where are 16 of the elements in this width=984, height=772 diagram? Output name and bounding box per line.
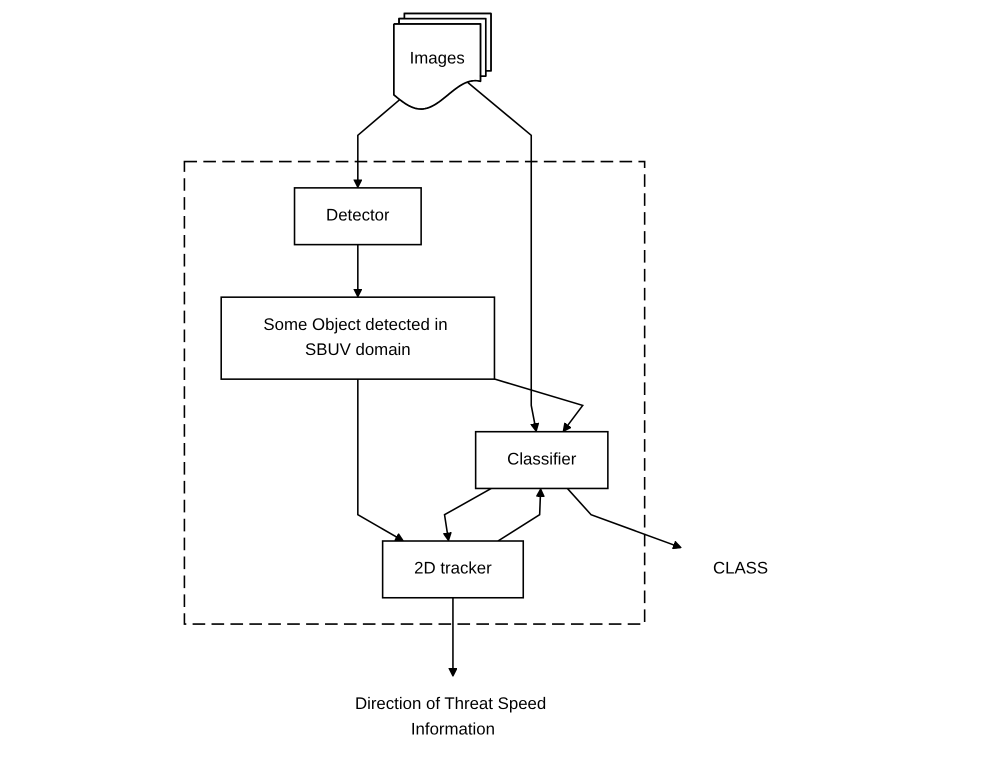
node-box: Some Object detected in SBUV domain (220, 296, 496, 380)
arrow (467, 82, 540, 432)
arrow (442, 488, 492, 542)
arrow (494, 378, 584, 432)
node-text: Direction of Threat Speed Information (354, 696, 546, 739)
node-box: 2D tracker (382, 540, 524, 599)
arrow (566, 488, 682, 550)
arrow (353, 244, 362, 298)
node-box: Classifier (474, 430, 609, 490)
node-text: CLASS (712, 560, 768, 578)
cluster (184, 160, 646, 625)
node-box: Detector (294, 187, 422, 246)
arrow (353, 99, 400, 188)
arrow (357, 379, 404, 542)
arrow (448, 598, 458, 678)
arrow (498, 488, 545, 542)
